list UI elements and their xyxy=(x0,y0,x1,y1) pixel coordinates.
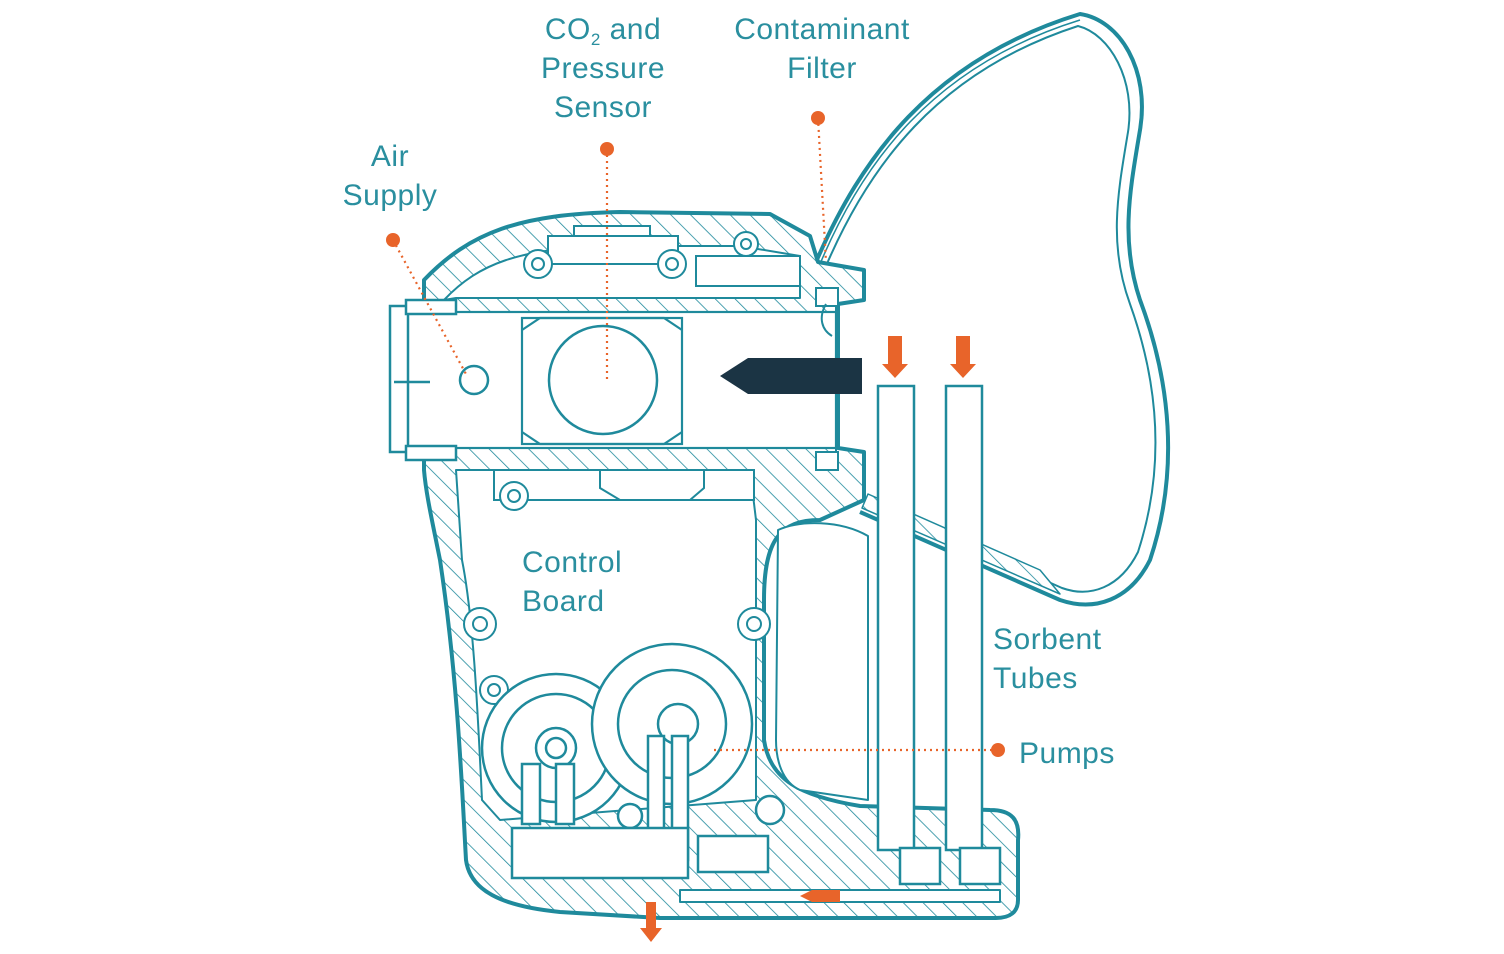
sorbent-tubes-label: Sorbent Tubes xyxy=(993,620,1102,698)
contaminant-filter-label: Contaminant Filter xyxy=(734,10,910,88)
leader-contaminant-filter xyxy=(816,117,828,263)
leader-dot-air-supply xyxy=(386,233,400,247)
air-supply-label: Air Supply xyxy=(343,137,438,215)
co2-prefix: CO xyxy=(544,13,591,46)
leader-dots xyxy=(386,111,1005,757)
pumps-label-text: Pumps xyxy=(1019,737,1115,770)
control-board-parts xyxy=(463,469,771,705)
face-mask xyxy=(814,12,1171,607)
air-supply-port xyxy=(388,298,490,462)
control-board-label: Control Board xyxy=(522,543,622,621)
leader-lines xyxy=(392,117,998,752)
co2-subscript: 2 xyxy=(590,30,601,49)
control-board-label-line1: Control xyxy=(522,546,623,579)
pumps xyxy=(480,642,786,880)
sorbent-tubes-label-line1: Sorbent xyxy=(993,623,1102,656)
air-supply-label-line1: Air xyxy=(370,140,410,173)
leader-dot-co2-sensor xyxy=(600,142,614,156)
leader-dot-pumps xyxy=(991,743,1005,757)
co2-suffix: and xyxy=(600,13,662,46)
co2-sensor-label-line1: CO2 and xyxy=(541,10,665,49)
airflow-arrow xyxy=(720,358,862,394)
contaminant-filter-label-line1: Contaminant xyxy=(734,13,910,46)
co2-sensor-label-line3: Sensor xyxy=(553,91,653,124)
top-internal-parts xyxy=(523,225,801,287)
flow-arrows-orange xyxy=(640,336,976,942)
sorbent-tubes-label-line2: Tubes xyxy=(993,662,1078,695)
co2-sensor-label-line2: Pressure xyxy=(540,52,666,85)
leader-dot-contaminant-filter xyxy=(811,111,825,125)
contaminant-filter-label-line2: Filter xyxy=(787,52,857,85)
co2-pressure-sensor xyxy=(547,324,659,436)
sorbent-tubes xyxy=(876,384,1002,886)
pumps-label: Pumps xyxy=(1019,734,1115,773)
control-board-label-line2: Board xyxy=(522,585,605,618)
leader-air-supply xyxy=(392,239,467,375)
air-supply-label-line2: Supply xyxy=(342,179,438,212)
co2-sensor-label: CO2 and Pressure Sensor xyxy=(541,10,665,127)
